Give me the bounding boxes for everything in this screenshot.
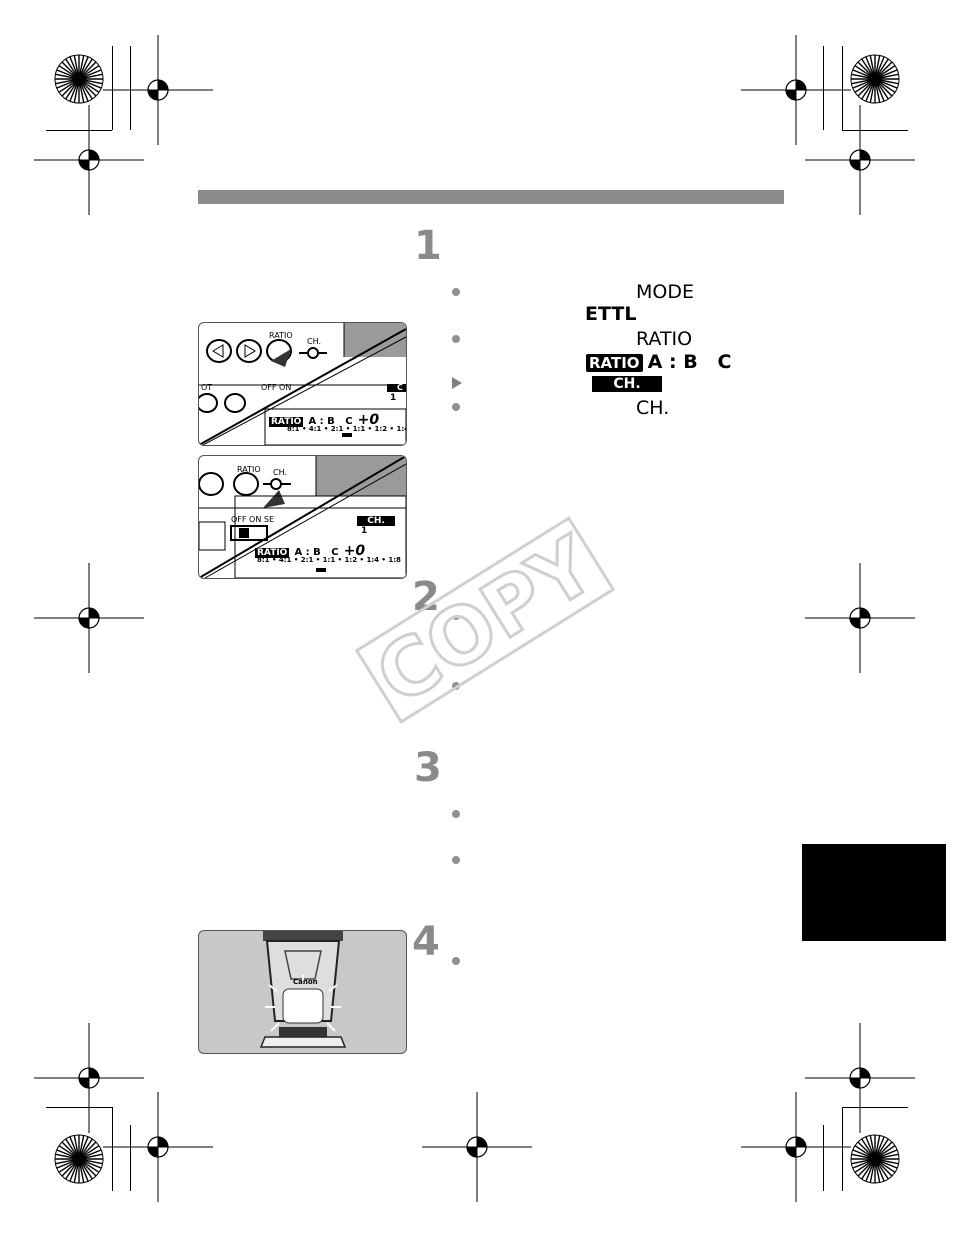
lcd-scale: 8:1 • 4:1 • 2:1 • 1:1 • 1:2 • 1:4 • 1:8 bbox=[257, 556, 401, 564]
chapter-tab bbox=[802, 844, 946, 941]
copy-watermark: COPY bbox=[354, 516, 616, 724]
bullet bbox=[452, 288, 460, 296]
step-number-3: 3 bbox=[414, 745, 442, 791]
step-number-1: 1 bbox=[414, 223, 442, 269]
bullet bbox=[452, 856, 460, 864]
illustration-flash-firing: Canon bbox=[198, 930, 407, 1054]
bullet bbox=[452, 658, 460, 666]
lcd-abc: A : B C bbox=[308, 416, 353, 427]
ratio-btn-label: RATIO bbox=[237, 465, 261, 474]
ch-btn-label: CH. bbox=[273, 468, 288, 477]
ch-button-label: CH. bbox=[636, 397, 670, 419]
lcd-ch-box: CH. bbox=[357, 516, 395, 526]
bullet bbox=[452, 403, 460, 411]
display-row: RATIO A : B C +0 bbox=[269, 409, 379, 428]
off-on-label: OFF ON bbox=[261, 383, 292, 392]
bullet bbox=[452, 612, 460, 620]
step-number-2: 2 bbox=[412, 574, 440, 620]
ratio-abc: A : B C bbox=[647, 351, 732, 373]
bullet bbox=[452, 335, 460, 343]
flash-brand: Canon bbox=[293, 978, 318, 986]
display-row: RATIO A : B C +0 bbox=[255, 540, 365, 559]
ratio-button-label: RATIO bbox=[636, 328, 693, 350]
watermark-text: COPY bbox=[362, 520, 612, 723]
ettl-mode-label: ETTL bbox=[585, 303, 637, 325]
ch-btn-label: CH. bbox=[307, 337, 322, 346]
bullet bbox=[452, 810, 460, 818]
bullet bbox=[452, 957, 460, 965]
illustration-ratio-button: RATIO CH. OT OFF ON C 1 RATIO A : B C +0… bbox=[198, 322, 407, 446]
off-on-se-label: OFF ON SE bbox=[231, 515, 274, 524]
step-number-4: 4 bbox=[412, 919, 440, 965]
lcd-ratio-badge: RATIO bbox=[255, 548, 290, 558]
lcd-comp: +0 bbox=[343, 543, 366, 559]
ot-label: OT bbox=[201, 383, 213, 392]
lcd-scale: 8:1 • 4:1 • 2:1 • 1:1 • 1:2 • 1:4 • 1 bbox=[287, 425, 406, 433]
c-box: C bbox=[397, 383, 403, 392]
mode-button-label: MODE bbox=[636, 281, 694, 303]
ch-badge: CH. bbox=[592, 376, 662, 392]
result-arrow-icon bbox=[452, 377, 462, 389]
ratio-badge: RATIO bbox=[586, 354, 643, 372]
header-bar bbox=[198, 190, 784, 204]
lcd-ratio-badge: RATIO bbox=[269, 417, 304, 427]
ch-number: 1 bbox=[361, 526, 368, 536]
lcd-comp: +0 bbox=[357, 412, 380, 428]
ratio-btn-label: RATIO bbox=[269, 331, 293, 340]
ch-number: 1 bbox=[390, 393, 397, 403]
illustration-ch-button: RATIO CH. OFF ON SE CH. 1 RATIO A : B C … bbox=[198, 455, 407, 579]
ratio-display-row: RATIO A : B C bbox=[586, 351, 731, 373]
lcd-abc: A : B C bbox=[294, 547, 339, 558]
